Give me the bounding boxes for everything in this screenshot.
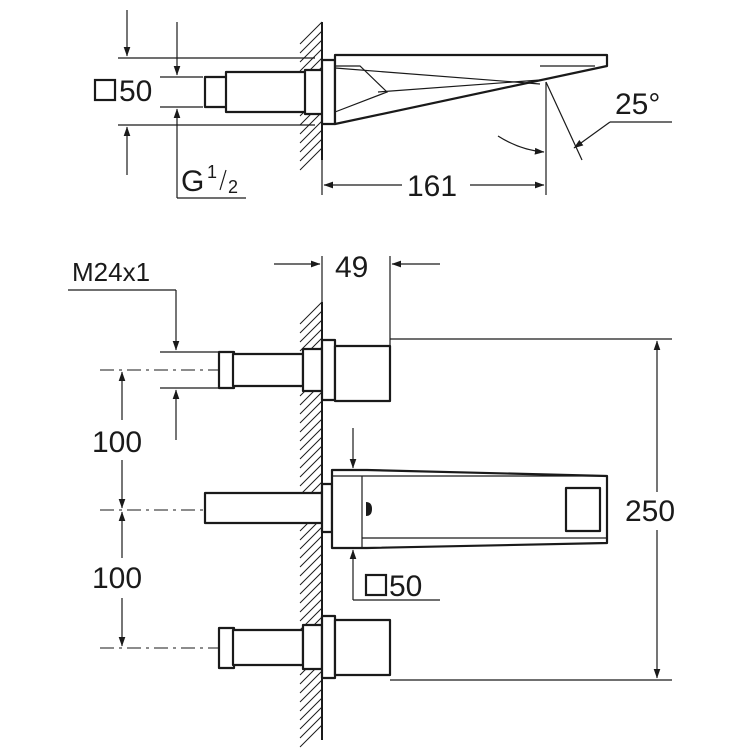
- wall-hatch-line: [299, 129, 323, 153]
- aerator-icon: [366, 502, 372, 516]
- wall-hatch-line: [299, 463, 323, 487]
- thread-m-label: M24x1: [72, 257, 150, 287]
- wall-hatch-line: [299, 670, 323, 694]
- centerlines: [100, 369, 220, 649]
- wall-hatch-line: [299, 580, 323, 604]
- thread-g-denominator: 2: [228, 177, 238, 197]
- wall-hatch-line: [299, 472, 323, 496]
- wall-hatch-line: [299, 679, 323, 703]
- total-height-value: 250: [625, 495, 675, 528]
- wall-hatch-line: [299, 120, 323, 144]
- wall-hatch-line: [299, 409, 323, 433]
- wall-hatch-line: [299, 688, 323, 712]
- wall-hatch-line: [299, 436, 323, 460]
- valve-connector-top: [203, 58, 337, 126]
- thread-g-numerator: 1: [207, 162, 217, 182]
- wall-hatch-line: [299, 319, 323, 343]
- wall-hatch-line: [299, 445, 323, 469]
- wall-hatch-line: [299, 589, 323, 613]
- wall-hatch-line: [299, 48, 323, 72]
- wall-hatch-line: [299, 310, 323, 334]
- square-bottom-value: 50: [389, 570, 422, 603]
- dim-thread-g: G 1 2: [160, 22, 246, 199]
- wall-hatch-line: [299, 39, 323, 63]
- wall-hatch-line: [299, 715, 323, 739]
- wall-hatch-line: [299, 454, 323, 478]
- wall-hatch-line: [299, 147, 323, 171]
- angle-value: 25°: [615, 88, 660, 121]
- square-symbol-icon: [93, 78, 117, 102]
- spacing-upper-value: 100: [92, 426, 142, 459]
- spout-plan: [203, 468, 609, 550]
- dim-total-height: 250: [390, 338, 675, 681]
- dim-square-top: 50: [93, 10, 315, 175]
- spout-side: [333, 53, 609, 126]
- square-top-value: 50: [119, 75, 152, 108]
- dim-spacing-upper: 100: [92, 371, 142, 509]
- wall-hatch-line: [299, 598, 323, 622]
- dim-angle: 25°: [497, 81, 672, 195]
- upper-valve-handle: [217, 338, 392, 403]
- dim-projection: 161: [321, 160, 545, 203]
- dim-thread-m: M24x1: [68, 257, 218, 440]
- dim-depth: 49: [274, 251, 440, 346]
- wall-hatch-line: [299, 30, 323, 54]
- wall-hatch-line: [299, 391, 323, 415]
- wall-hatch-line: [299, 571, 323, 595]
- wall-hatch-line: [299, 301, 323, 325]
- wall-hatch-line: [299, 526, 323, 550]
- lower-valve-handle: [217, 614, 392, 680]
- wall-hatch-line: [299, 138, 323, 162]
- wall-hatch-line: [299, 21, 323, 45]
- dim-square-bottom: 50: [349, 428, 440, 603]
- wall-hatch-line: [299, 544, 323, 568]
- thread-g-label: G: [181, 165, 204, 198]
- wall-hatch-line: [299, 724, 323, 748]
- wall-hatch-line: [299, 427, 323, 451]
- square-symbol-icon-bottom: [364, 573, 388, 597]
- wall-hatch-line: [299, 535, 323, 559]
- wall-hatch-line: [299, 553, 323, 577]
- wall-hatch-line: [299, 400, 323, 424]
- dim-spacing-lower: 100: [92, 511, 142, 647]
- wall-hatch-line: [299, 706, 323, 730]
- depth-value: 49: [335, 251, 368, 284]
- spacing-lower-value: 100: [92, 562, 142, 595]
- wall-hatch-line: [299, 111, 323, 135]
- wall-hatch-line: [299, 697, 323, 721]
- plan-view: 49 M24x1 100 100 250: [68, 251, 675, 748]
- wall-hatch-line: [299, 328, 323, 352]
- side-view: 50 G 1 2 25° 161: [93, 10, 672, 203]
- projection-value: 161: [407, 170, 457, 203]
- wall-hatch-line: [299, 562, 323, 586]
- wall-hatch-line: [299, 418, 323, 442]
